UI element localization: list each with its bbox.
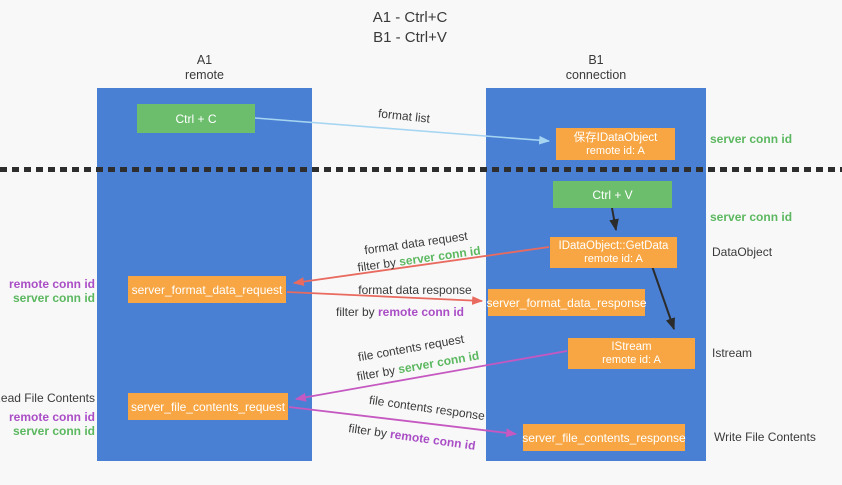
label-write-file-contents: Write File Contents	[714, 430, 816, 444]
arrow-label-filter-remote-conn-2: filter by remote conn id	[348, 421, 477, 453]
label-server-conn-id-top: server conn id	[710, 132, 793, 146]
diagram-title: A1 - Ctrl+C B1 - Ctrl+V	[310, 8, 510, 48]
label-dataobject: DataObject	[712, 245, 773, 259]
filter-by-text-2: filter by	[335, 305, 378, 319]
label-server-conn-id-mid: server conn id	[710, 210, 793, 224]
filter-remote-conn-id-2: remote conn id	[389, 427, 477, 453]
filter-remote-conn-id-1: remote conn id	[378, 305, 465, 319]
filter-by-text-4: filter by	[347, 421, 392, 441]
arrow-label-format-data-response: format data response	[358, 283, 472, 297]
lane-header-a1: A1 remote	[97, 53, 312, 83]
node-idataobject-getdata: IDataObject::GetData remote id: A	[550, 237, 677, 268]
lane-a1-name: A1	[196, 53, 213, 67]
node-server-file-contents-response: server_file_contents_response	[522, 424, 686, 451]
node-istream: IStream remote id: A	[568, 338, 695, 369]
node-ctrl-v: Ctrl + V	[553, 181, 672, 208]
node-istream-remote-id: remote id: A	[602, 354, 661, 366]
label-remote-conn-id-file: remote conn id	[8, 410, 95, 424]
node-save-idataobject-title: 保存IDataObject	[573, 131, 658, 144]
node-server-file-contents-request: server_file_contents_request	[128, 393, 288, 420]
filter-by-text-1: filter by	[356, 254, 401, 275]
label-server-conn-id-format: server conn id	[12, 291, 95, 305]
node-save-idataobject: 保存IDataObject remote id: A	[556, 128, 675, 160]
node-istream-title: IStream	[611, 341, 652, 353]
node-server-format-data-request: server_format_data_request	[128, 276, 286, 303]
title-line-2: B1 - Ctrl+V	[373, 29, 447, 46]
arrow-label-file-contents-response: file contents response	[368, 392, 486, 424]
lane-header-b1: B1 connection	[486, 53, 706, 83]
node-ctrl-c: Ctrl + C	[137, 104, 255, 133]
arrow-label-filter-remote-conn-1: filter by remote conn id	[336, 305, 464, 319]
lane-a1-subtitle: remote	[185, 68, 224, 82]
label-read-file-contents: Read File Contents	[0, 391, 95, 405]
lane-b1-name: B1	[588, 53, 604, 67]
filter-by-text-3: filter by	[355, 362, 400, 384]
node-server-format-data-response: server_format_data_response	[486, 289, 647, 316]
node-getdata-remote-id: remote id: A	[584, 253, 643, 265]
node-save-idataobject-remote-id: remote id: A	[586, 144, 645, 157]
session-divider-dotted-line	[0, 167, 842, 172]
label-remote-conn-id-format: remote conn id	[8, 277, 95, 291]
lane-b1-subtitle: connection	[565, 68, 627, 82]
node-getdata-title: IDataObject::GetData	[558, 240, 669, 252]
title-line-1: A1 - Ctrl+C	[372, 9, 448, 26]
label-istream: Istream	[712, 346, 753, 360]
arrow-label-format-list: format list	[377, 106, 431, 126]
label-server-conn-id-file: server conn id	[12, 424, 95, 438]
